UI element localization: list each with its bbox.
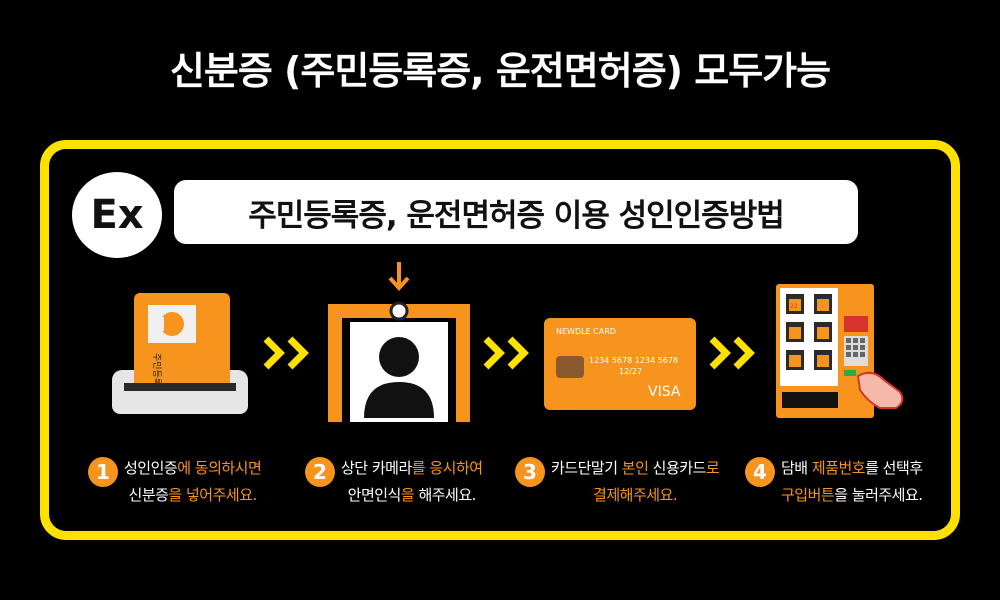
step-text-segment: 를 선택후 [865, 459, 923, 477]
card-network: VISA [648, 384, 681, 400]
card-brand-name: NEWDLE CARD [556, 327, 616, 336]
vending-machine-icon: 22 [776, 284, 904, 418]
step-text-segment: 을 넣어주세요. [168, 486, 257, 504]
step-number: 4 [745, 457, 775, 487]
credit-card-icon: NEWDLE CARD 1234 5678 1234 5678 12/27 VI… [544, 318, 696, 410]
step-text-segment: 신용카드 [648, 459, 707, 477]
chevron-right-icon [263, 336, 309, 370]
step-text-segment: 제품번호 [811, 459, 866, 477]
step-text-segment: 안면인식 [347, 486, 402, 504]
step-text-segment: 구입버튼 [781, 486, 835, 504]
step-text-segment: 로 [705, 459, 720, 477]
step-text-segment: 상단 카메라 [341, 459, 412, 477]
step-text-segment: 에 동의하시면 [177, 459, 262, 477]
ex-badge: Ex [72, 172, 162, 258]
step-text-segment: 성인인증 [124, 459, 178, 477]
chevron-right-icon [483, 336, 529, 370]
step-text-segment: 을 [400, 486, 419, 504]
method-subtitle: 주민등록증, 운전면허증 이용 성인인증방법 [174, 180, 858, 244]
step-text-segment: 해주세요. [418, 486, 476, 504]
id-card-text: 주민등록증 [151, 353, 162, 394]
product-tag-label: 22 [790, 303, 798, 310]
step-number: 3 [515, 457, 545, 487]
page-title: 신분증 (주민등록증, 운전면허증) 모두가능 [169, 49, 831, 93]
step-text-segment: 본인 [621, 459, 649, 477]
chevron-right-icon [709, 336, 755, 370]
face-recognition-icon [328, 262, 470, 422]
product-tiles [786, 294, 832, 370]
card-number: 1234 5678 1234 5678 [589, 356, 678, 365]
step-text-segment: 신분증 [128, 486, 169, 504]
step-number: 1 [88, 457, 118, 487]
step-text-segment: 카드단말기 [551, 459, 622, 477]
step-text-segment: 을 눌러주세요. [834, 486, 923, 504]
step-text-segment: 를 응시하여 [411, 459, 483, 477]
step-text-segment: 결제해주세요. [593, 486, 678, 504]
id-card-insert-icon: 주민등록증 [112, 293, 248, 414]
step-text-segment: 담배 [781, 459, 812, 477]
step-number: 2 [305, 457, 335, 487]
card-expiry: 12/27 [619, 367, 642, 376]
